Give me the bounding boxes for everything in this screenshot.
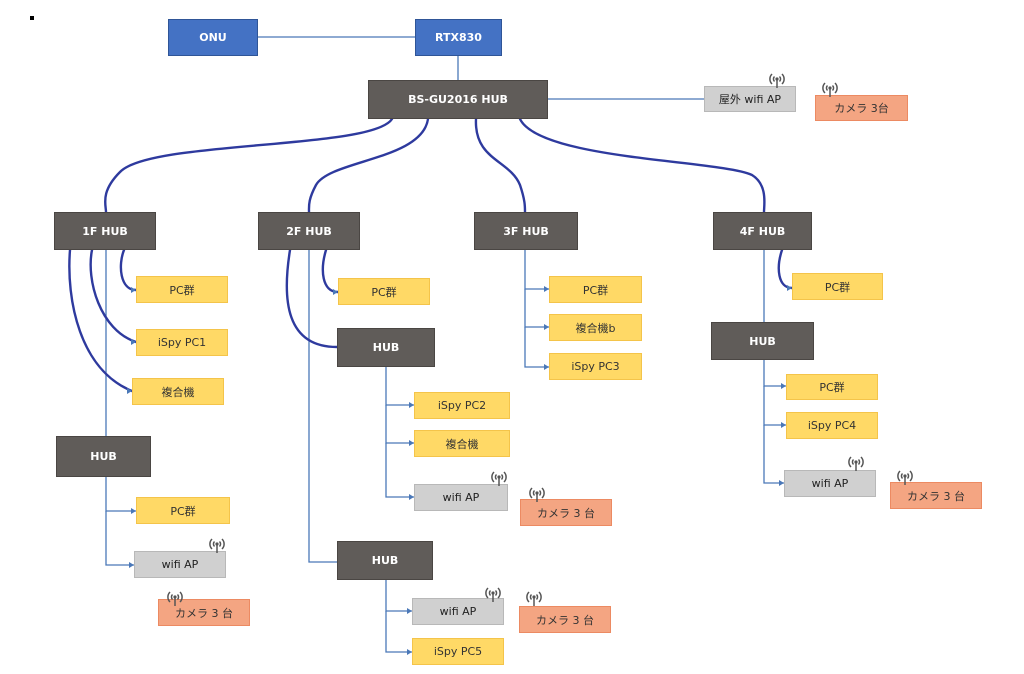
2f-a-ap-node[interactable]: wifi AP <box>414 484 508 511</box>
wifi-signal-icon <box>848 456 864 471</box>
arrow-4f-sub-ap <box>779 480 784 486</box>
wifi-signal-icon <box>769 73 785 88</box>
3f-mfp-node[interactable]: 複合機b <box>549 314 642 341</box>
arrow-2f-a-mfp <box>409 440 414 446</box>
core-hub-node[interactable]: BS-GU2016 HUB <box>368 80 548 119</box>
cable-1f-pc <box>119 248 138 292</box>
link-2f-a-mfp <box>385 405 414 444</box>
cable-core-1f <box>103 117 394 214</box>
cable-core-3f <box>474 117 527 214</box>
2f-b-ap-node[interactable]: wifi AP <box>412 598 504 625</box>
link-4f-sub-pc <box>763 360 786 387</box>
hub-4f-node[interactable]: 4F HUB <box>713 212 812 250</box>
2f-a-ispy-node[interactable]: iSpy PC2 <box>414 392 510 419</box>
wifi-signal-icon <box>209 538 225 553</box>
cable-1f-ispy <box>89 248 138 344</box>
4f-sub-ispy-node[interactable]: iSpy PC4 <box>786 412 878 439</box>
4f-sub-camera-node[interactable]: カメラ 3 台 <box>890 482 982 509</box>
4f-pc-node[interactable]: PC群 <box>792 273 883 300</box>
link-1f-sub-pc <box>105 477 136 512</box>
hub-2f-node[interactable]: 2F HUB <box>258 212 360 250</box>
link-3f-pc <box>524 250 549 290</box>
1f-ispy-node[interactable]: iSpy PC1 <box>136 329 228 356</box>
1f-sub-camera-node[interactable]: カメラ 3 台 <box>158 599 250 626</box>
link-4f-sub-ap <box>763 425 784 484</box>
link-2f-b-ispy <box>385 611 412 653</box>
1f-sub-hub-node[interactable]: HUB <box>56 436 151 477</box>
wifi-signal-icon <box>529 487 545 502</box>
1f-sub-ap-node[interactable]: wifi AP <box>134 551 226 578</box>
cable-1f-mfp <box>68 248 134 393</box>
arrow-2f-a-ispy <box>409 402 414 408</box>
arrow-3f-pc <box>544 286 549 292</box>
2f-a-mfp-node[interactable]: 複合機 <box>414 430 510 457</box>
4f-sub-hub-node[interactable]: HUB <box>711 322 814 360</box>
arrow-4f-sub-ispy <box>781 422 786 428</box>
wifi-signal-icon <box>167 591 183 606</box>
arrow-2f-b-ap <box>407 608 412 614</box>
arrow-2f-a-ap <box>409 494 414 500</box>
4f-sub-ap-node[interactable]: wifi AP <box>784 470 876 497</box>
cable-2f-hub-a <box>285 248 339 349</box>
cable-core-4f <box>518 117 766 214</box>
outdoor-ap-node[interactable]: 屋外 wifi AP <box>704 86 796 112</box>
arrow-3f-ispy <box>544 364 549 370</box>
1f-pc-node[interactable]: PC群 <box>136 276 228 303</box>
wifi-signal-icon <box>822 82 838 97</box>
corner-mark <box>30 16 34 20</box>
arrow-1f-mfp <box>127 388 132 394</box>
link-2f-trunk <box>308 250 337 563</box>
arrow-1f-pc <box>131 287 136 293</box>
2f-pc-node[interactable]: PC群 <box>338 278 430 305</box>
hub-3f-node[interactable]: 3F HUB <box>474 212 578 250</box>
1f-sub-pc-node[interactable]: PC群 <box>136 497 230 524</box>
arrow-3f-mfp <box>544 324 549 330</box>
link-2f-a-ap <box>385 443 414 498</box>
arrow-1f-sub-ap <box>129 562 134 568</box>
wifi-signal-icon <box>491 471 507 486</box>
2f-a-camera-node[interactable]: カメラ 3 台 <box>520 499 612 526</box>
arrow-2f-b-ispy <box>407 649 412 655</box>
link-2f-b-ap <box>385 580 412 612</box>
cable-core-2f <box>307 117 430 214</box>
2f-hub-b-node[interactable]: HUB <box>337 541 433 580</box>
2f-hub-a-node[interactable]: HUB <box>337 328 435 367</box>
wifi-signal-icon <box>897 470 913 485</box>
outdoor-camera-node[interactable]: カメラ 3台 <box>815 95 908 121</box>
link-2f-a-ispy <box>385 367 414 406</box>
arrow-1f-sub-pc <box>131 508 136 514</box>
3f-pc-node[interactable]: PC群 <box>549 276 642 303</box>
cable-2f-pc <box>321 248 340 294</box>
link-3f-ispy <box>524 327 549 368</box>
wifi-signal-icon <box>485 587 501 602</box>
2f-b-camera-node[interactable]: カメラ 3 台 <box>519 606 611 633</box>
link-3f-mfp <box>524 289 549 328</box>
link-4f-sub-ispy <box>763 386 786 426</box>
arrow-1f-ispy <box>131 339 136 345</box>
router-node[interactable]: RTX830 <box>415 19 502 56</box>
4f-sub-pc-node[interactable]: PC群 <box>786 374 878 400</box>
arrow-4f-pc <box>787 285 792 291</box>
3f-ispy-node[interactable]: iSpy PC3 <box>549 353 642 380</box>
cable-4f-pc <box>777 248 794 290</box>
2f-b-ispy-node[interactable]: iSpy PC5 <box>412 638 504 665</box>
hub-1f-node[interactable]: 1F HUB <box>54 212 156 250</box>
arrow-2f-pc <box>333 289 338 295</box>
1f-mfp-node[interactable]: 複合機 <box>132 378 224 405</box>
onu-node[interactable]: ONU <box>168 19 258 56</box>
wifi-signal-icon <box>526 591 542 606</box>
arrow-4f-sub-pc <box>781 383 786 389</box>
link-1f-sub-ap <box>105 511 134 566</box>
